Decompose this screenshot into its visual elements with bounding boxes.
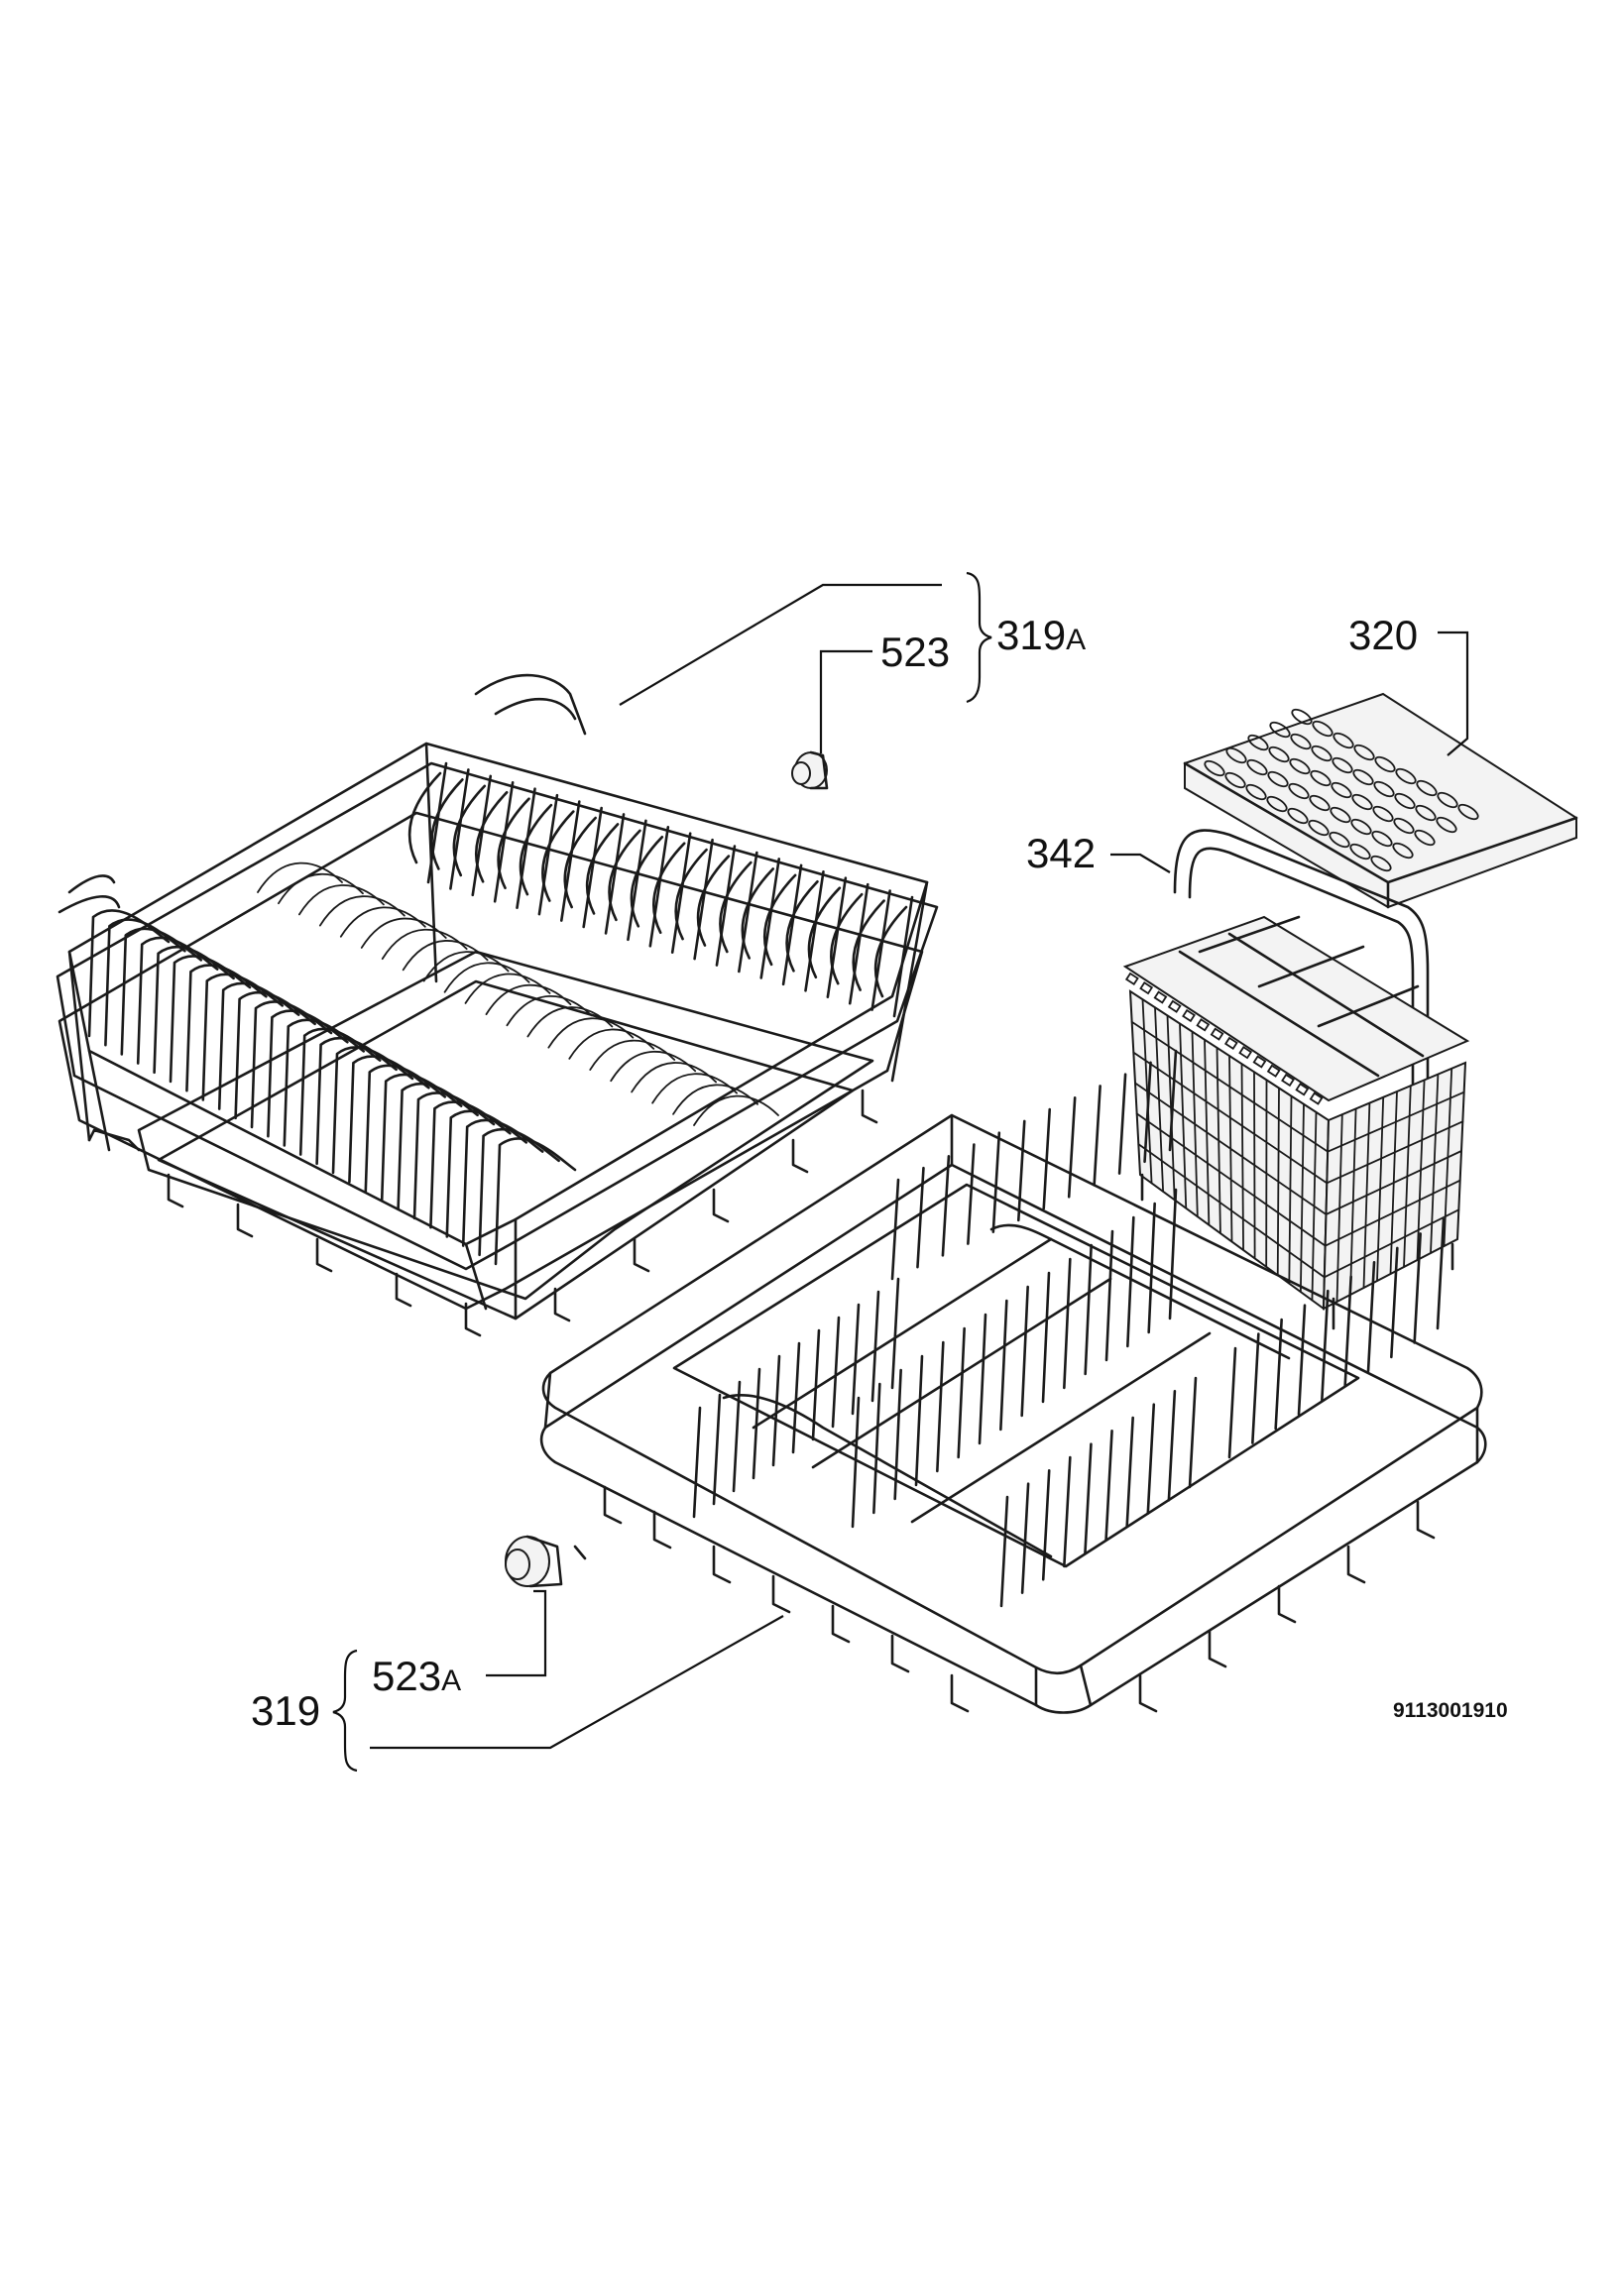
cutlery-basket bbox=[1122, 829, 1470, 1330]
label-319: 319 bbox=[251, 1687, 320, 1734]
basket-mesh bbox=[1124, 972, 1465, 1303]
upper-rack-tines-front bbox=[87, 861, 779, 1266]
drawing-code: 9113001910 bbox=[1393, 1699, 1508, 1722]
label-320: 320 bbox=[1348, 612, 1418, 658]
cutlery-basket-cover bbox=[1183, 692, 1578, 909]
upper-rack-tines-back bbox=[407, 761, 914, 1018]
lower-group-brace bbox=[332, 1649, 358, 1773]
upper-dish-rack bbox=[56, 673, 939, 1337]
upper-group-brace bbox=[966, 571, 992, 704]
lower-dish-rack bbox=[539, 1049, 1487, 1714]
label-319a: 319A bbox=[996, 612, 1086, 658]
leader-lines bbox=[370, 583, 1469, 1750]
lower-rack-feet bbox=[603, 1485, 1436, 1713]
label-523: 523 bbox=[880, 629, 950, 675]
upper-rack-wheel bbox=[791, 750, 829, 790]
cover-slot-holes bbox=[1204, 708, 1479, 872]
lower-rack-tines bbox=[692, 1049, 1446, 1608]
lower-rack-wheel bbox=[505, 1535, 587, 1588]
label-342: 342 bbox=[1026, 830, 1096, 876]
upper-rack-feet bbox=[167, 1089, 878, 1337]
label-523a: 523A bbox=[372, 1653, 461, 1699]
